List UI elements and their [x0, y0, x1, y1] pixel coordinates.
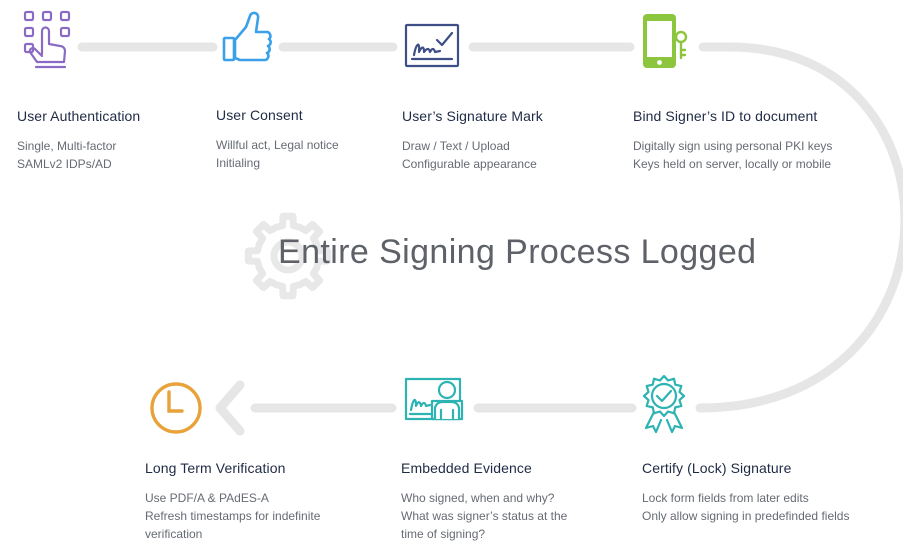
step-long-term-verification: Long Term Verification Use PDF/A & PAdES…: [145, 460, 365, 543]
touch-keypad-icon: [23, 10, 71, 69]
step-detail: Digitally sign using personal PKI keys: [633, 139, 833, 153]
step-detail: SAMLv2 IDPs/AD: [17, 157, 112, 171]
step-title: Bind Signer’s ID to document: [633, 108, 818, 124]
step-detail: Keys held on server, locally or mobile: [633, 157, 832, 171]
step-detail: What was signer’s status at the: [401, 509, 568, 523]
step-embedded-evidence: Embedded Evidence Who signed, when and w…: [401, 460, 601, 543]
step-title: User Authentication: [17, 108, 141, 124]
gear-icon: [244, 212, 332, 300]
step-detail: Use PDF/A & PAdES-A: [145, 491, 269, 505]
step-title: User Consent: [216, 107, 303, 123]
step-signature-mark: User’s Signature Mark Draw / Text / Uplo…: [402, 108, 642, 173]
step-user-consent: User Consent Willful act, Legal notice I…: [216, 107, 456, 172]
step-title: Long Term Verification: [145, 460, 286, 476]
step-title: Certify (Lock) Signature: [642, 460, 792, 476]
center-title: Entire Signing Process Logged: [278, 233, 757, 271]
step-detail: Refresh timestamps for indefinite: [145, 509, 321, 523]
step-detail: Lock form fields from later edits: [642, 491, 809, 505]
thumbs-up-icon: [222, 11, 272, 62]
step-detail: Who signed, when and why?: [401, 491, 555, 505]
arrow-head-icon: [215, 380, 245, 436]
phone-key-icon: [643, 14, 688, 68]
step-detail: Draw / Text / Upload: [402, 139, 510, 153]
step-detail: verification: [145, 527, 203, 541]
step-detail: time of signing?: [401, 527, 486, 541]
track-curve: [695, 42, 903, 413]
step-certify-signature: Certify (Lock) Signature Lock form field…: [642, 460, 900, 525]
clock-icon: [150, 382, 202, 434]
step-detail: Willful act, Legal notice: [216, 138, 339, 152]
step-detail: Configurable appearance: [402, 157, 537, 171]
step-user-authentication: User Authentication Single, Multi-factor…: [17, 108, 257, 173]
step-detail: Single, Multi-factor: [17, 139, 117, 153]
step-detail: Only allow signing in predefinded fields: [642, 509, 850, 523]
step-detail: Initialing: [216, 156, 261, 170]
step-title: Embedded Evidence: [401, 460, 532, 476]
certified-badge-icon: [642, 374, 686, 434]
signer-evidence-icon: [404, 377, 464, 421]
step-title: User’s Signature Mark: [402, 108, 543, 124]
step-bind-signer-id: Bind Signer’s ID to document Digitally s…: [633, 108, 898, 173]
signature-check-icon: [404, 23, 460, 68]
